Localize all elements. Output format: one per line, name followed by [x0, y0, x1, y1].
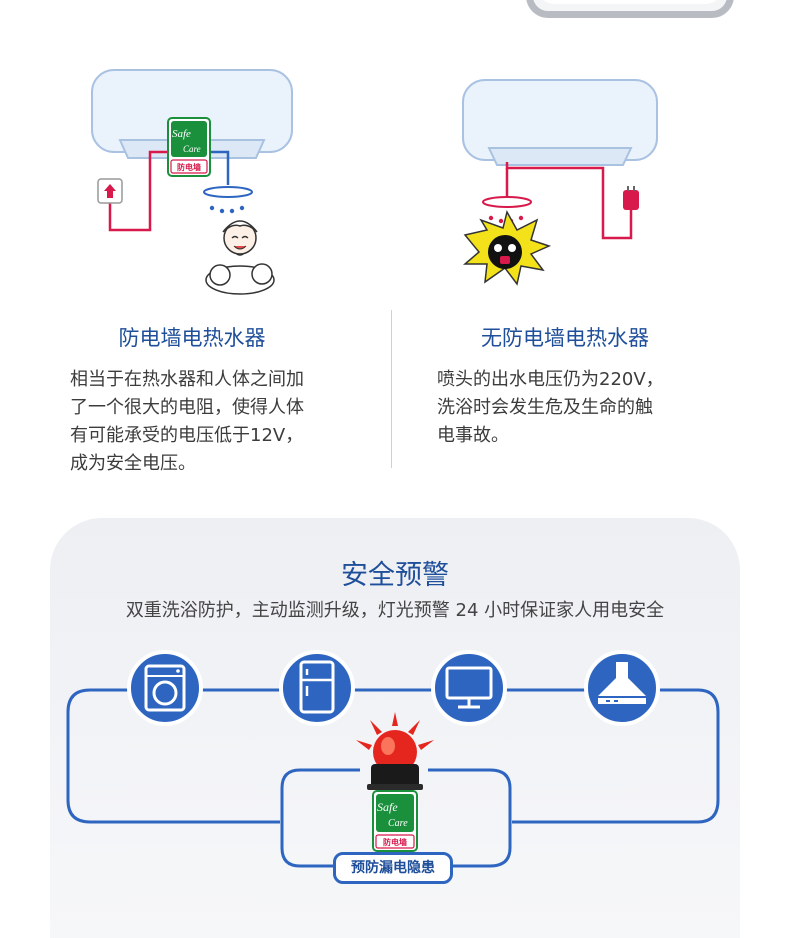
safe-heater-title: 防电墙电热水器 — [118, 326, 266, 350]
column-divider — [391, 310, 392, 468]
heater-bottom-panel — [487, 147, 633, 166]
logo-cn-text: 防电墙 — [177, 162, 201, 172]
power-wire — [505, 162, 633, 240]
leakage-prevention-badge: 预防漏电隐患 — [333, 852, 453, 884]
network-line — [66, 688, 280, 824]
power-plug-icon — [623, 186, 639, 210]
safe-heater-illustration: Safe Care 防电墙 — [91, 69, 293, 295]
unsafe-heater-title: 无防电墙电热水器 — [481, 326, 649, 350]
unsafe-heater-line: 洗浴时会发生危及生命的触 — [437, 397, 653, 418]
safe-care-logo — [372, 790, 418, 852]
safe-heater-line: 相当于在热水器和人体之间加 — [70, 369, 304, 390]
safe-heater-line: 有可能承受的电压低于12V， — [70, 425, 304, 446]
logo-cn-text: 防电墙 — [383, 837, 407, 847]
water-pipe — [208, 150, 230, 185]
network-line — [428, 768, 512, 868]
safe-heater-line: 成为安全电压。 — [70, 453, 196, 474]
logo-safe-text: Safe — [377, 800, 398, 814]
top-frame-inner — [538, 0, 722, 4]
unsafe-heater-illustration — [462, 79, 658, 286]
network-line — [512, 688, 720, 824]
shower-head-icon — [203, 186, 253, 214]
washing-machine-icon — [127, 650, 203, 726]
happy-bather-icon — [205, 220, 275, 295]
logo-care-text: Care — [183, 144, 201, 154]
refrigerator-icon — [279, 650, 355, 726]
unsafe-heater-line: 电事故。 — [437, 425, 509, 446]
alarm-beacon-icon — [356, 712, 434, 790]
safe-heater-line: 了一个很大的电阻，使得人体 — [70, 397, 304, 418]
safe-care-logo — [167, 117, 211, 177]
safety-subtitle: 双重洗浴防护，主动监测升级，灯光预警 24 小时保证家人用电安全 — [125, 600, 665, 621]
safe-heater-description: 相当于在热水器和人体之间加 了一个很大的电阻，使得人体 有可能承受的电压低于12… — [70, 366, 370, 478]
unsafe-heater-description: 喷头的出水电压仍为220V， 洗浴时会发生危及生命的触 电事故。 — [437, 366, 737, 450]
power-wire — [108, 150, 170, 232]
logo-safe-text: Safe — [172, 128, 191, 140]
range-hood-icon — [584, 650, 660, 726]
electrocuted-bather-icon — [462, 209, 552, 286]
monitor-icon — [431, 650, 507, 726]
appliance-network-diagram: Safe Care 防电墙 — [66, 650, 720, 868]
power-socket-icon — [97, 178, 123, 204]
logo-care-text: Care — [388, 818, 408, 829]
safety-title: 安全预警 — [341, 560, 449, 591]
network-line — [280, 768, 360, 868]
unsafe-heater-line: 喷头的出水电压仍为220V， — [437, 369, 664, 390]
